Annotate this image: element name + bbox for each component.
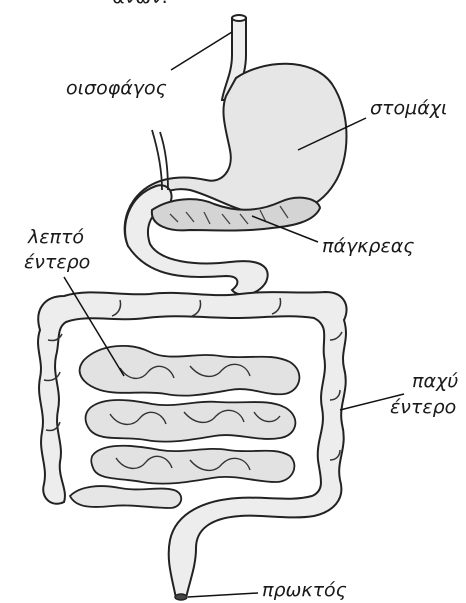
esophagus-label: οισοφάγος	[66, 76, 167, 101]
large-intestine-label-line1: παχύ	[412, 369, 458, 394]
large-intestine-shape	[38, 292, 347, 598]
small-intestine-label-line1: λεπτό	[28, 225, 84, 250]
stomach-label: στομάχι	[370, 96, 447, 121]
rectum-label: πρωκτός	[262, 578, 347, 603]
rectum-opening	[175, 594, 187, 600]
pancreas-label: πάγκρεας	[322, 234, 414, 259]
small-intestine-label-line2: έντερο	[24, 250, 90, 275]
rectum-leader	[188, 593, 258, 597]
esophagus-leader	[171, 32, 232, 70]
large-intestine-label-line2: έντερο	[390, 395, 456, 420]
small-intestine-shape	[80, 346, 300, 484]
